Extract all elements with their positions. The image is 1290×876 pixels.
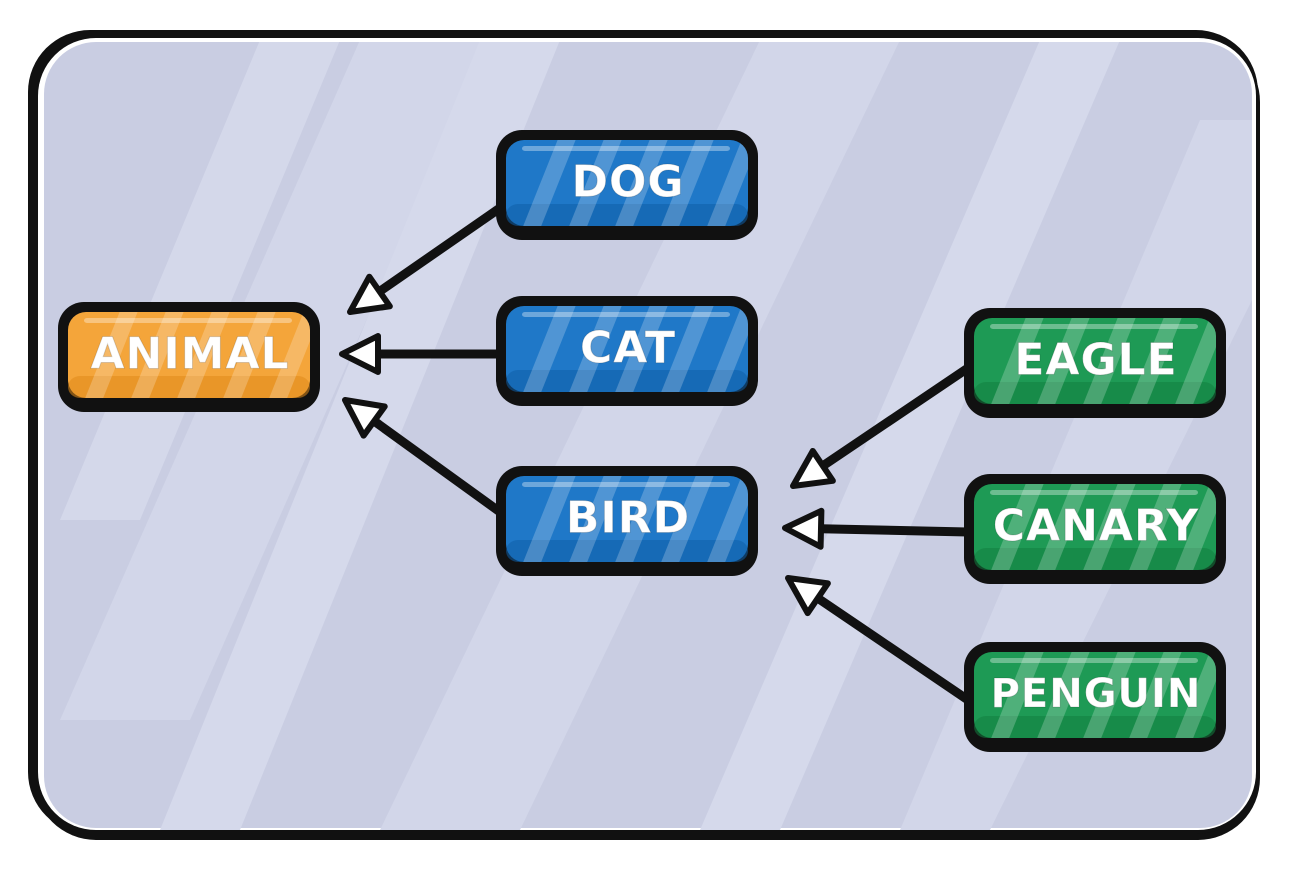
node-shade: [506, 540, 748, 562]
node-shade: [506, 370, 748, 392]
node-canary: CANARY: [964, 474, 1226, 584]
hollow-arrowhead-icon: [785, 575, 831, 617]
node-stripes: [988, 318, 1216, 404]
edge-penguin-to-bird: [785, 575, 973, 705]
node-highlight: [522, 312, 730, 317]
edge-line: [813, 593, 973, 705]
edge-canary-to-bird: [782, 507, 973, 550]
node-penguin: PENGUIN: [964, 642, 1226, 752]
hollow-arrowhead-icon: [347, 273, 393, 315]
node-shade: [974, 716, 1216, 738]
node-label-penguin: PENGUIN: [991, 671, 1202, 717]
node-label-animal: ANIMAL: [90, 329, 289, 380]
edge-bird-to-animal: [342, 397, 505, 517]
hollow-arrowhead-icon: [342, 397, 388, 439]
edge-eagle-to-bird: [790, 363, 973, 489]
edge-line: [818, 363, 973, 471]
node-highlight: [84, 318, 292, 323]
edge-dog-to-animal: [347, 203, 505, 315]
node-shade: [68, 376, 310, 398]
edge-cat-to-animal: [339, 333, 505, 375]
node-label-canary: CANARY: [993, 501, 1200, 552]
node-highlight: [990, 490, 1198, 495]
node-highlight: [990, 324, 1198, 329]
edges-layer: [339, 203, 973, 705]
node-eagle: EAGLE: [964, 308, 1226, 418]
node-label-dog: DOG: [571, 157, 684, 208]
nodes-layer: ANIMAL DOG CAT BIRD EAGLE CANARY PENGUIN: [58, 130, 1226, 752]
node-shade: [974, 548, 1216, 570]
node-highlight: [522, 482, 730, 487]
edge-line: [816, 524, 973, 537]
hollow-arrowhead-icon: [790, 447, 836, 489]
node-stripes: [520, 306, 748, 392]
hollow-arrowhead-icon: [782, 507, 825, 550]
node-label-cat: CAT: [580, 323, 676, 374]
node-stripes: [988, 484, 1216, 570]
edge-line: [369, 416, 505, 517]
node-shade: [506, 204, 748, 226]
node-stripes: [520, 476, 748, 562]
node-stripes: [520, 140, 748, 226]
node-stripes: [988, 652, 1216, 738]
node-cat: CAT: [496, 296, 758, 406]
node-stripes: [82, 312, 310, 398]
node-bird: BIRD: [496, 466, 758, 576]
hollow-arrowhead-icon: [339, 333, 381, 375]
node-highlight: [522, 146, 730, 151]
edge-line: [375, 203, 505, 296]
node-shade: [974, 382, 1216, 404]
node-label-eagle: EAGLE: [1014, 335, 1177, 386]
node-highlight: [990, 658, 1198, 663]
node-label-bird: BIRD: [566, 493, 690, 544]
node-dog: DOG: [496, 130, 758, 240]
node-animal: ANIMAL: [58, 302, 320, 412]
